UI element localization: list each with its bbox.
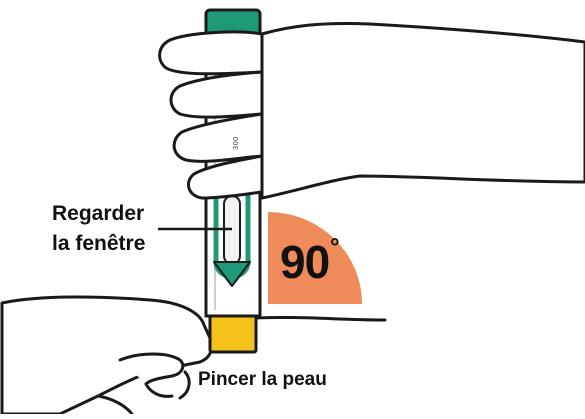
angle-unit-label: ° <box>330 236 340 260</box>
watch-window-label-line1: Regarder <box>52 202 144 226</box>
skin-surface <box>255 317 385 320</box>
angle-value-label: 90 <box>280 238 329 286</box>
pinch-skin-label: Pincer la peau <box>198 368 327 392</box>
holding-hand-icon <box>262 23 585 198</box>
pinching-hand-icon <box>2 297 212 414</box>
gripping-fingers <box>160 32 262 198</box>
pen-scale-label: 300 <box>232 137 240 150</box>
watch-window-label-line2: la fenêtre <box>52 232 145 256</box>
